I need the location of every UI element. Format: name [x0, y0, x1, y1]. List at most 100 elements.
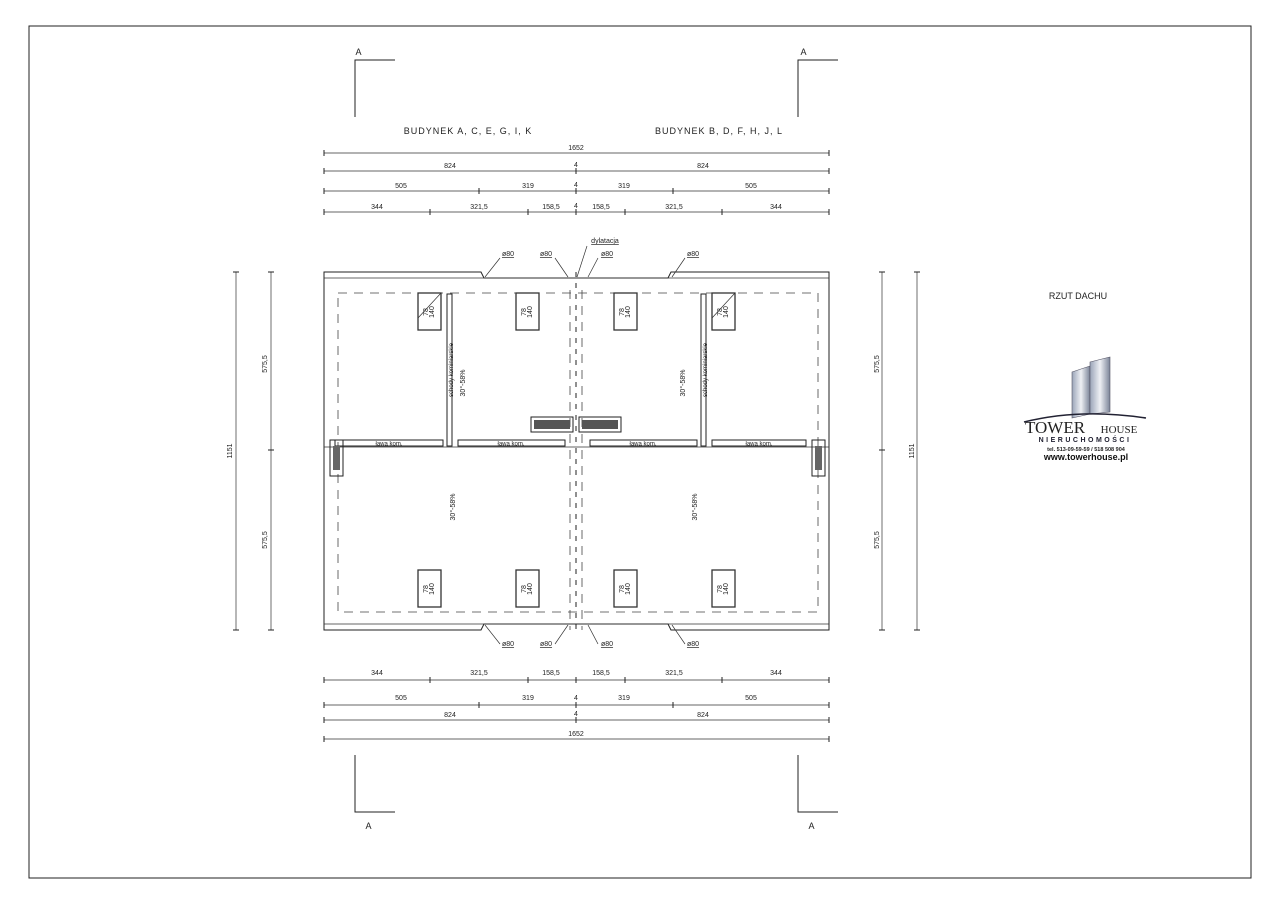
gutter-labels-bottom: ø80 ø80 ø80 ø80 — [484, 624, 699, 648]
window-size-label: 140 — [723, 306, 730, 318]
sheet-frame — [28, 25, 1252, 879]
svg-text:321,5: 321,5 — [665, 670, 683, 677]
window-size-label: 78 — [521, 308, 528, 316]
svg-text:A: A — [808, 821, 815, 831]
svg-text:158,5: 158,5 — [542, 670, 560, 677]
svg-text:ø80: ø80 — [687, 641, 699, 648]
svg-text:505: 505 — [395, 695, 407, 702]
svg-text:575,5: 575,5 — [874, 355, 881, 373]
drawing-title: RZUT DACHU — [1049, 291, 1107, 301]
svg-text:321,5: 321,5 — [665, 204, 683, 211]
window-size-label: 140 — [625, 306, 632, 318]
window-size-label: 78 — [521, 585, 528, 593]
svg-text:575,5: 575,5 — [262, 355, 269, 373]
dimensions-top: 1652 824 4 824 505 319 4 319 505 344 321… — [323, 145, 830, 215]
svg-text:ø80: ø80 — [502, 251, 514, 258]
svg-text:30°-58%: 30°-58% — [679, 370, 687, 397]
svg-text:1151: 1151 — [227, 443, 234, 458]
svg-text:ø80: ø80 — [540, 251, 552, 258]
window-size-label: 78 — [423, 308, 430, 316]
window-size-label: 140 — [527, 306, 534, 318]
svg-text:ława kom.: ława kom. — [497, 442, 524, 448]
window-size-label: 78 — [717, 308, 724, 316]
svg-text:1652: 1652 — [568, 145, 584, 152]
svg-text:4: 4 — [574, 203, 578, 210]
svg-text:321,5: 321,5 — [470, 670, 488, 677]
window-size-label: 78 — [619, 308, 626, 316]
svg-text:A: A — [355, 47, 362, 57]
section-marker-top-left: A — [354, 47, 395, 117]
svg-text:319: 319 — [522, 183, 534, 190]
svg-text:tel. 513-09-59-59 / 518 508: tel. 513-09-59-59 / 518 508 904 — [1047, 447, 1126, 453]
svg-text:ø80: ø80 — [540, 641, 552, 648]
svg-text:ø80: ø80 — [601, 251, 613, 258]
chimneys — [329, 416, 826, 477]
svg-text:schody kominiarskie: schody kominiarskie — [449, 342, 455, 397]
svg-text:319: 319 — [618, 695, 630, 702]
svg-text:A: A — [365, 821, 372, 831]
svg-text:1652: 1652 — [568, 731, 584, 738]
svg-text:158,5: 158,5 — [592, 670, 610, 677]
svg-text:824: 824 — [444, 712, 456, 719]
svg-text:dylatacja: dylatacja — [591, 238, 619, 245]
svg-text:824: 824 — [697, 163, 709, 170]
svg-text:ø80: ø80 — [687, 251, 699, 258]
svg-text:321,5: 321,5 — [470, 204, 488, 211]
svg-text:319: 319 — [618, 183, 630, 190]
svg-text:158,5: 158,5 — [592, 204, 610, 211]
svg-text:www.towerhouse.pl: www.towerhouse.pl — [1043, 452, 1128, 462]
svg-text:4: 4 — [574, 182, 578, 189]
chimney-stairs: schody kominiarskie schody kominiarskie — [446, 293, 709, 447]
svg-text:505: 505 — [395, 183, 407, 190]
svg-text:575,5: 575,5 — [262, 531, 269, 549]
section-marker-top-right: A — [797, 47, 838, 117]
gutter-labels-top: ø80 ø80 ø80 ø80 dylatacja — [484, 238, 699, 278]
tower-house-logo: TOWER HOUSE NIERUCHOMOŚCI tel. 513-09-59… — [1023, 356, 1147, 462]
svg-text:ława kom.: ława kom. — [375, 442, 402, 448]
svg-text:ø80: ø80 — [601, 641, 613, 648]
window-size-label: 140 — [723, 583, 730, 595]
svg-text:344: 344 — [770, 204, 782, 211]
svg-text:30°-58%: 30°-58% — [691, 494, 699, 521]
dimensions-bottom: 344 321,5 158,5 158,5 321,5 344 505 319 … — [323, 670, 830, 742]
svg-text:NIERUCHOMOŚCI: NIERUCHOMOŚCI — [1039, 435, 1132, 444]
svg-text:505: 505 — [745, 183, 757, 190]
window-size-label: 78 — [423, 585, 430, 593]
window-size-label: 78 — [619, 585, 626, 593]
dimensions-right: 575,5 575,5 1151 — [874, 271, 920, 631]
svg-text:4: 4 — [574, 162, 578, 169]
svg-text:344: 344 — [371, 670, 383, 677]
svg-text:344: 344 — [770, 670, 782, 677]
section-marker-bottom-left: A — [354, 755, 395, 831]
slope-labels: 30°-58% 30°-58% 30°-58% 30°-58% — [449, 370, 699, 521]
chimney-benches: ława kom. ława kom. ława kom. ława kom. — [334, 439, 807, 448]
svg-text:ława kom.: ława kom. — [629, 442, 656, 448]
svg-text:344: 344 — [371, 204, 383, 211]
svg-text:575,5: 575,5 — [874, 531, 881, 549]
svg-text:ø80: ø80 — [502, 641, 514, 648]
svg-text:4: 4 — [574, 711, 578, 718]
header-right-buildings: BUDYNEK B, D, F, H, J, L — [655, 126, 783, 136]
svg-text:TOWER: TOWER — [1025, 418, 1086, 437]
dimensions-left: 1151 575,5 575,5 — [227, 271, 274, 631]
window-size-label: 140 — [625, 583, 632, 595]
window-size-label: 140 — [527, 583, 534, 595]
window-size-label: 78 — [717, 585, 724, 593]
svg-text:A: A — [800, 47, 807, 57]
svg-text:1151: 1151 — [909, 443, 916, 458]
svg-text:30°-58%: 30°-58% — [449, 494, 457, 521]
svg-text:30°-58%: 30°-58% — [459, 370, 467, 397]
svg-text:schody kominiarskie: schody kominiarskie — [703, 342, 709, 397]
svg-text:505: 505 — [745, 695, 757, 702]
header-left-buildings: BUDYNEK A, C, E, G, I, K — [404, 126, 533, 136]
